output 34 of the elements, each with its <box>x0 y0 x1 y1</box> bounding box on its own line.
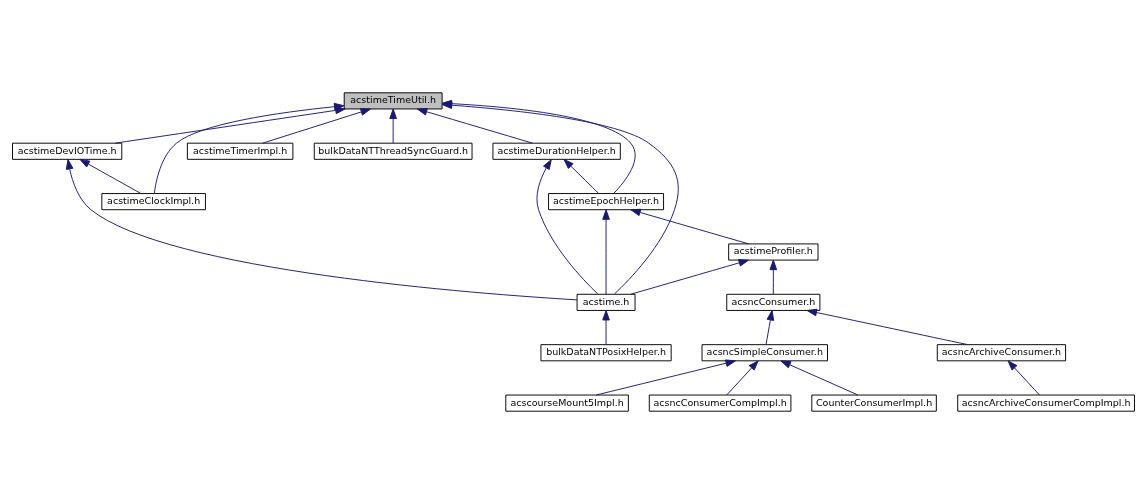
node-box: acsncArchiveConsumerCompImpl.h <box>957 394 1135 412</box>
arrow <box>595 359 736 396</box>
arrow <box>1007 360 1040 396</box>
node-box: acstimeEpochHelper.h <box>548 193 665 211</box>
arrow <box>536 159 599 295</box>
node-box: acsncConsumerCompImpl.h <box>648 394 792 412</box>
arrow <box>630 208 750 245</box>
node-box: bulkDataNTThreadSyncGuard.h <box>313 142 473 160</box>
arrow <box>416 108 533 144</box>
node-box: acstimeProfiler.h <box>728 243 819 261</box>
arrow <box>65 159 578 301</box>
arrow <box>79 158 142 194</box>
node-box: CounterConsumerImpl.h <box>811 394 937 412</box>
node-box: acsncArchiveConsumer.h <box>936 344 1067 362</box>
arrow <box>389 108 397 144</box>
arrow <box>602 209 610 295</box>
node-box: acstime.h <box>576 293 636 311</box>
arrow <box>630 259 749 295</box>
node-box: acstimeDurationHelper.h <box>492 142 621 160</box>
node-box: acsncConsumer.h <box>726 293 821 311</box>
node-box: acsncSimpleConsumer.h <box>701 344 828 362</box>
arrow <box>780 360 859 396</box>
arrow <box>563 158 600 194</box>
node-box: acstimeTimerImpl.h <box>186 142 294 160</box>
arrow <box>602 310 610 346</box>
node-box: acscourseMount5Impl.h <box>505 394 629 412</box>
arrow <box>769 259 778 295</box>
node-box: acstimeDevIOTime.h <box>12 142 123 160</box>
node-box: acstimeClockImpl.h <box>101 193 206 211</box>
arrow <box>806 308 969 346</box>
arrow <box>726 360 759 396</box>
arrow <box>765 310 775 346</box>
node-box: bulkDataNTPosixHelper.h <box>540 344 672 362</box>
node-box: acstimeTimeUtil.h <box>343 92 443 110</box>
